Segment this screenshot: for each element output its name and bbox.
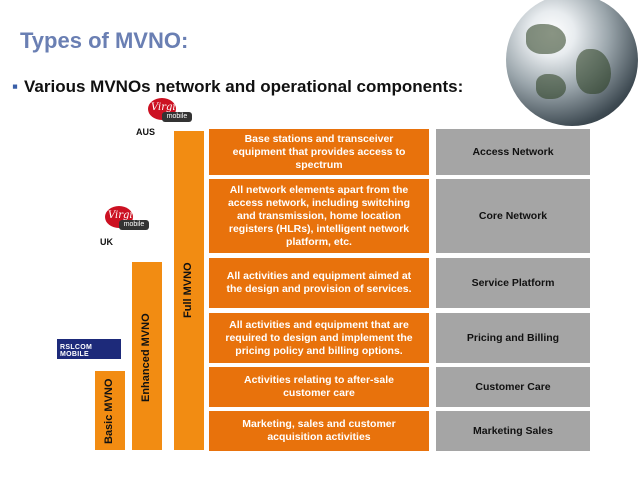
component-core-network: Core Network [436,179,590,253]
virgin-mobile-logo-aus: Virgin mobile [148,98,192,122]
row-description-core: All network elements apart from the acce… [209,179,429,253]
country-label-aus: AUS [136,127,156,137]
globe-image [506,0,638,126]
enhanced-mvno-bar [132,262,162,450]
rslcom-mobile-logo: RSLCOM MOBILE [57,339,121,359]
component-customer-care: Customer Care [436,367,590,407]
page-title: Types of MVNO: [20,28,189,53]
virgin-mobile-logo-uk: Virgin mobile [105,206,149,230]
bullet-icon: ▪ [12,77,19,96]
component-pricing-billing: Pricing and Billing [436,313,590,363]
row-description-care: Activities relating to after-sale custom… [209,367,429,407]
page-subtitle: ▪ Various MVNOs network and operational c… [12,77,463,97]
row-description-access: Base stations and transceiver equipment … [209,129,429,175]
row-description-service: All activities and equipment aimed at th… [209,258,429,308]
basic-mvno-bar [95,371,125,450]
subtitle-text: Various MVNOs network and operational co… [24,77,464,96]
row-description-pricing: All activities and equipment that are re… [209,313,429,363]
country-label-uk: UK [100,237,113,247]
basic-mvno-label: Basic MVNO [103,378,115,444]
component-access-network: Access Network [436,129,590,175]
row-description-marketing: Marketing, sales and customer acquisitio… [209,411,429,451]
full-mvno-bar [174,131,204,450]
full-mvno-label: Full MVNO [182,262,194,318]
component-marketing-sales: Marketing Sales [436,411,590,451]
enhanced-mvno-label: Enhanced MVNO [140,313,152,402]
component-service-platform: Service Platform [436,258,590,308]
